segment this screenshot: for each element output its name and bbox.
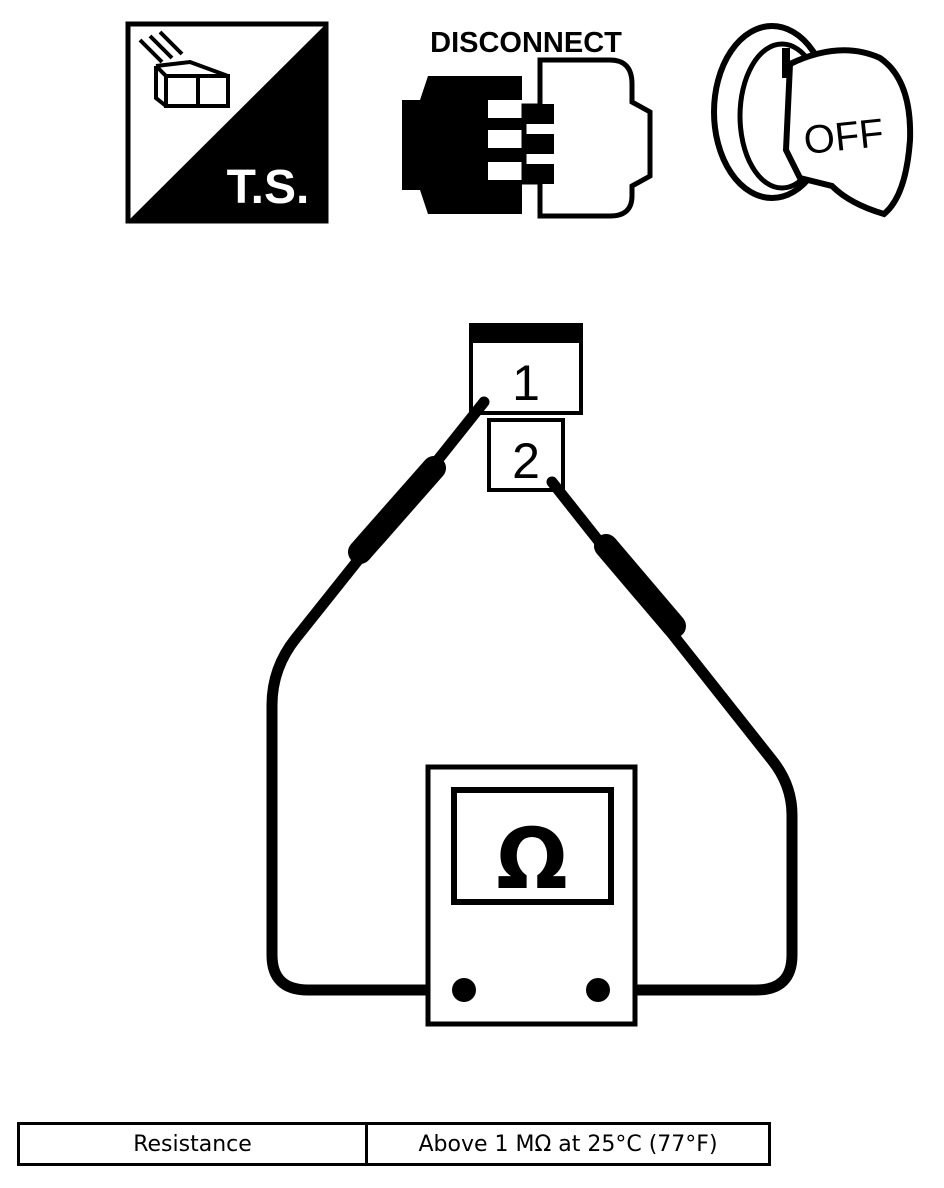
ts-icon: T.S.	[125, 21, 329, 224]
left-lead	[266, 396, 490, 996]
right-probe-grip	[594, 534, 686, 638]
pin-2-terminal	[487, 418, 565, 492]
disconnect-label: DISCONNECT	[430, 27, 622, 59]
ohm-symbol: Ω	[496, 810, 567, 908]
connector: 1 2	[469, 323, 583, 492]
left-probe-grip	[348, 456, 446, 564]
pin-1-label: 1	[512, 355, 540, 411]
meter-terminal-right	[586, 978, 610, 1002]
spec-table: Resistance Above 1 MΩ at 25°C (77°F)	[17, 1122, 771, 1166]
pin-2-label: 2	[512, 433, 540, 489]
right-lead	[546, 476, 798, 996]
off-label: OFF	[802, 111, 886, 163]
ts-box-icon	[138, 30, 230, 108]
test-leads	[266, 396, 798, 996]
ohmmeter: Ω	[425, 764, 638, 1027]
ohmmeter-display	[451, 787, 614, 905]
spec-parameter-cell: Resistance	[20, 1125, 368, 1163]
spec-value-cell: Above 1 MΩ at 25°C (77°F)	[418, 1131, 718, 1157]
ts-label: T.S.	[227, 161, 310, 214]
disconnect-icon: DISCONNECT	[402, 27, 653, 219]
ignition-off-icon: OFF	[711, 23, 914, 218]
meter-terminal-left	[452, 978, 476, 1002]
